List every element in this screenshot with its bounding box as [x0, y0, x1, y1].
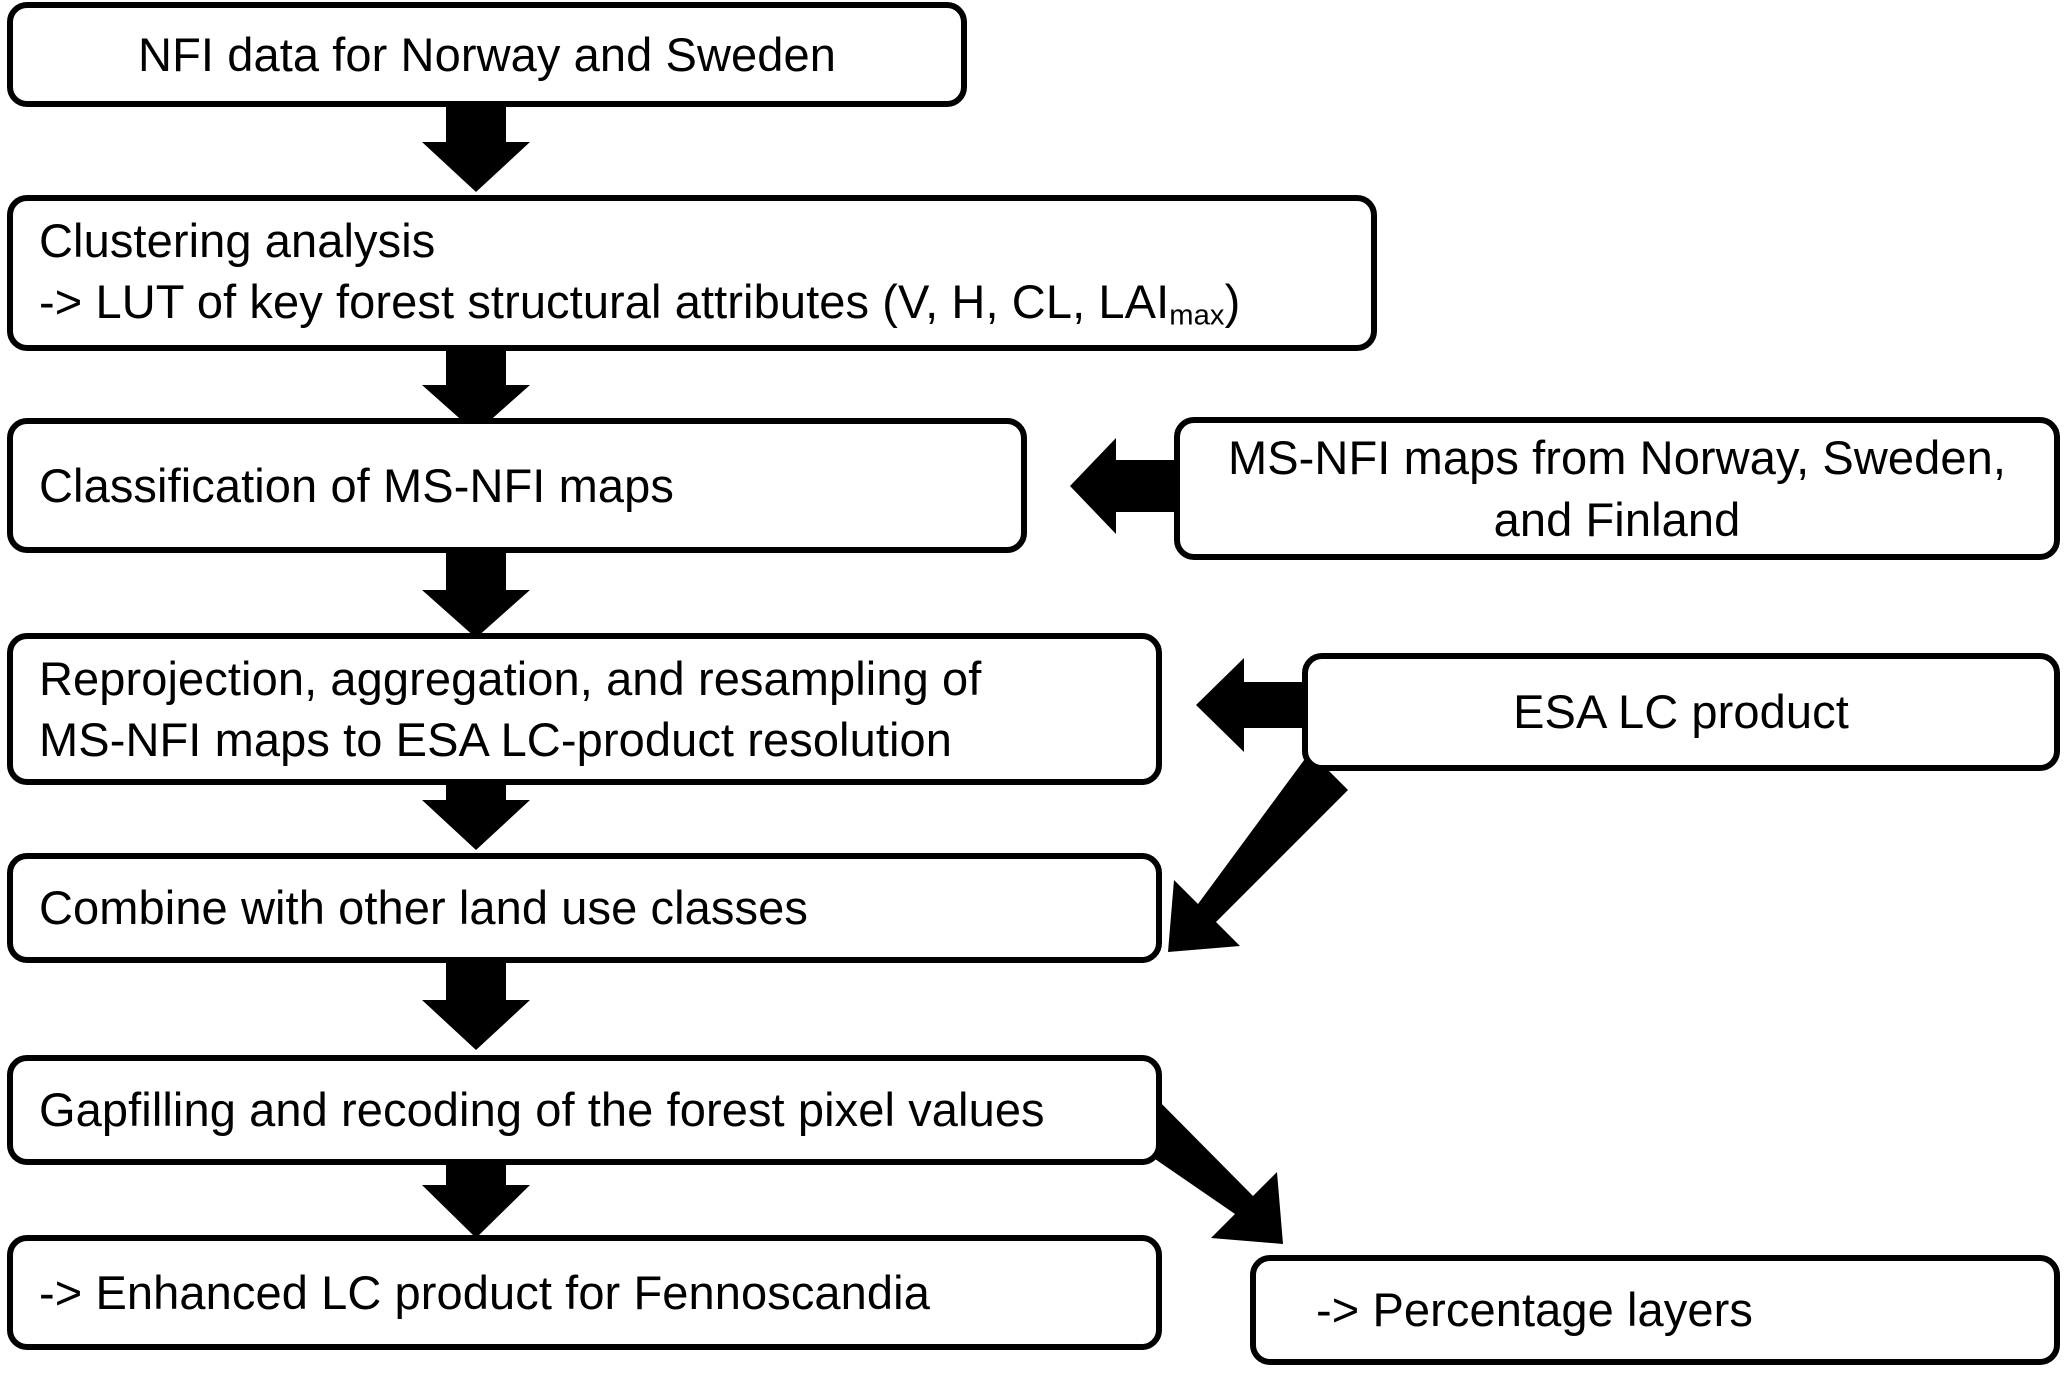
node-gapfilling-label: Gapfilling and recoding of the forest pi…	[39, 1083, 1045, 1137]
node-ms-nfi-maps[interactable]: MS-NFI maps from Norway, Sweden, and Fin…	[1174, 417, 2060, 560]
node-classification-label: Classification of MS-NFI maps	[39, 458, 674, 512]
node-reprojection-label-line2: MS-NFI maps to ESA LC-product resolution	[39, 713, 953, 766]
node-nfi-data-label: NFI data for Norway and Sweden	[138, 27, 836, 81]
node-classification[interactable]: Classification of MS-NFI maps	[7, 418, 1027, 553]
node-esa-lc-product-label: ESA LC product	[1513, 685, 1849, 739]
arrow-gapfilling-to-enhanced	[422, 1158, 530, 1238]
arrow-esa-to-combine	[1168, 752, 1348, 952]
clustering-line2-subscript: max	[1169, 299, 1225, 332]
node-ms-nfi-maps-label-line1: MS-NFI maps from Norway, Sweden,	[1227, 431, 2006, 485]
clustering-line2-prefix: -> LUT of key forest structural attribut…	[39, 275, 1170, 329]
arrow-combine-to-gapfilling	[422, 956, 530, 1050]
node-ms-nfi-maps-label-line2: and Finland	[1493, 492, 1741, 546]
node-combine[interactable]: Combine with other land use classes	[7, 853, 1162, 963]
node-percentage-layers[interactable]: -> Percentage layers	[1250, 1255, 2060, 1365]
node-percentage-layers-label: -> Percentage layers	[1316, 1283, 1753, 1337]
arrow-classification-to-reprojection	[422, 552, 530, 638]
node-enhanced-lc-label: -> Enhanced LC product for Fennoscandia	[39, 1265, 930, 1319]
node-gapfilling[interactable]: Gapfilling and recoding of the forest pi…	[7, 1055, 1162, 1165]
node-nfi-data[interactable]: NFI data for Norway and Sweden	[7, 2, 967, 107]
arrow-msnfi-to-classification	[1070, 438, 1174, 534]
arrow-esa-to-reprojection	[1196, 658, 1302, 752]
node-clustering-label-line1: Clustering analysis	[39, 214, 436, 268]
arrow-nfi-to-clustering	[422, 105, 530, 192]
node-reprojection[interactable]: Reprojection, aggregation, and resamplin…	[7, 633, 1162, 785]
clustering-line2-suffix: )	[1224, 275, 1241, 329]
node-reprojection-label-line1: Reprojection, aggregation, and resamplin…	[39, 651, 982, 705]
node-esa-lc-product[interactable]: ESA LC product	[1302, 653, 2060, 771]
node-clustering-label-line2: -> LUT of key forest structural attribut…	[39, 271, 1240, 335]
node-combine-label: Combine with other land use classes	[39, 881, 808, 935]
node-clustering[interactable]: Clustering analysis -> LUT of key forest…	[7, 195, 1377, 351]
node-enhanced-lc[interactable]: -> Enhanced LC product for Fennoscandia	[7, 1235, 1162, 1350]
